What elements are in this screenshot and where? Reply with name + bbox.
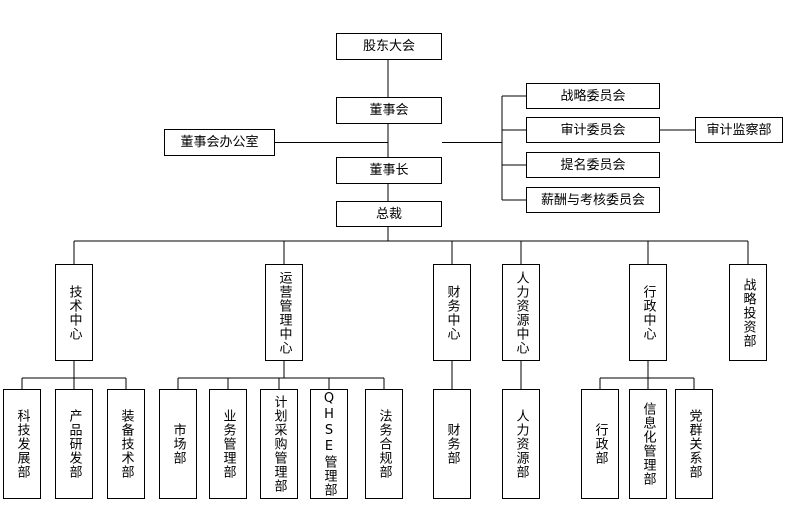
dept-qhse: QHSE管理部 <box>310 389 348 499</box>
dept-legal: 法务合规部 <box>365 389 403 499</box>
board-box: 董事会 <box>336 97 442 124</box>
dept-legal-label: 法务合规部 <box>376 409 392 479</box>
dept-planning-procurement: 计划采购管理部 <box>260 389 298 499</box>
dept-market: 市场部 <box>159 389 197 499</box>
center-finance-label: 财务中心 <box>444 284 460 341</box>
dept-finance-label: 财务部 <box>444 423 460 465</box>
center-tech-label: 技术中心 <box>66 284 82 341</box>
audit-committee-box: 审计委员会 <box>526 117 660 143</box>
center-admin: 行政中心 <box>629 264 667 361</box>
chairman-box: 董事长 <box>336 157 442 184</box>
board-office-box: 董事会办公室 <box>164 129 275 156</box>
audit-supervision-dept-box: 审计监察部 <box>695 117 783 143</box>
nomination-committee-box: 提名委员会 <box>526 152 660 178</box>
dept-equip-tech: 装备技术部 <box>107 389 145 499</box>
dept-product-rd-label: 产品研发部 <box>66 409 82 479</box>
dept-planning-procurement-label: 计划采购管理部 <box>271 395 287 493</box>
dept-market-label: 市场部 <box>170 423 186 465</box>
dept-business-mgmt: 业务管理部 <box>209 389 247 499</box>
dept-admin-label: 行政部 <box>592 423 608 465</box>
center-strategic-invest-label: 战略投资部 <box>740 277 756 348</box>
dept-it-mgmt: 信息化管理部 <box>629 389 667 499</box>
dept-tech-dev: 科技发展部 <box>3 389 41 499</box>
shareholders-meeting-box: 股东大会 <box>336 33 442 60</box>
center-strategic-invest: 战略投资部 <box>729 264 767 361</box>
center-ops-label: 运营管理中心 <box>276 270 292 355</box>
dept-finance: 财务部 <box>433 389 471 499</box>
dept-product-rd: 产品研发部 <box>55 389 93 499</box>
dept-admin: 行政部 <box>581 389 619 499</box>
center-hr: 人力资源中心 <box>502 264 540 361</box>
dept-hr: 人力资源部 <box>502 389 540 499</box>
center-finance: 财务中心 <box>433 264 471 361</box>
dept-equip-tech-label: 装备技术部 <box>118 409 134 479</box>
center-ops: 运营管理中心 <box>265 264 303 361</box>
center-tech: 技术中心 <box>55 264 93 361</box>
dept-party-relations-label: 党群关系部 <box>686 409 702 479</box>
dept-tech-dev-label: 科技发展部 <box>14 409 30 479</box>
dept-party-relations: 党群关系部 <box>675 389 713 499</box>
compensation-committee-box: 薪酬与考核委员会 <box>526 187 660 213</box>
president-box: 总裁 <box>336 201 442 227</box>
strategy-committee-box: 战略委员会 <box>526 83 660 109</box>
center-hr-label: 人力资源中心 <box>513 270 529 355</box>
dept-it-mgmt-label: 信息化管理部 <box>640 402 656 486</box>
dept-qhse-label: QHSE管理部 <box>321 391 337 497</box>
center-admin-label: 行政中心 <box>640 284 656 341</box>
dept-business-mgmt-label: 业务管理部 <box>220 409 236 479</box>
dept-hr-label: 人力资源部 <box>513 409 529 479</box>
